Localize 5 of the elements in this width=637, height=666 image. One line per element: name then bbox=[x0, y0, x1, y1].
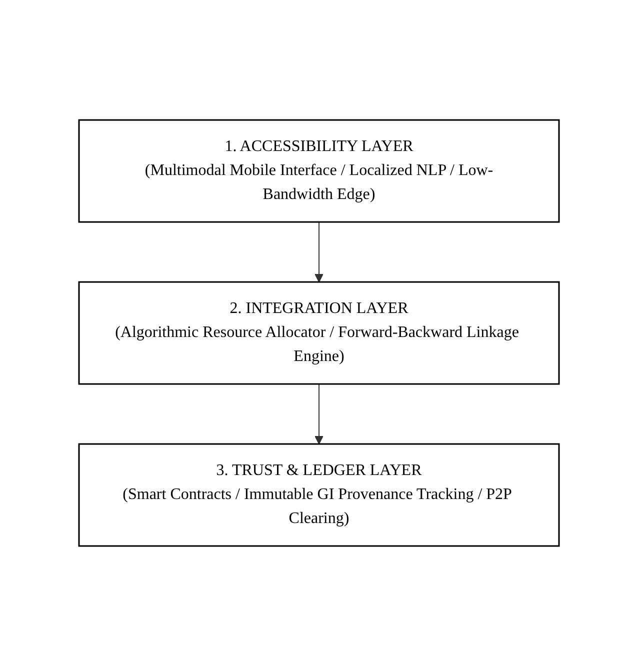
arrow bbox=[314, 384, 323, 444]
arrow bbox=[314, 222, 323, 282]
node-box: 2. INTEGRATION LAYER (Algorithmic Resource Allocator / Forward-Backward Linkage Engine) bbox=[78, 281, 560, 385]
node-box: 1. ACCESSIBILITY LAYER (Multimodal Mobile Interface / Localized NLP / Low-Bandwidth Edge) bbox=[78, 119, 560, 223]
node-box: 3. TRUST & LEDGER LAYER (Smart Contracts / Immutable GI Provenance Tracking / P2P Clearing) bbox=[78, 443, 560, 547]
